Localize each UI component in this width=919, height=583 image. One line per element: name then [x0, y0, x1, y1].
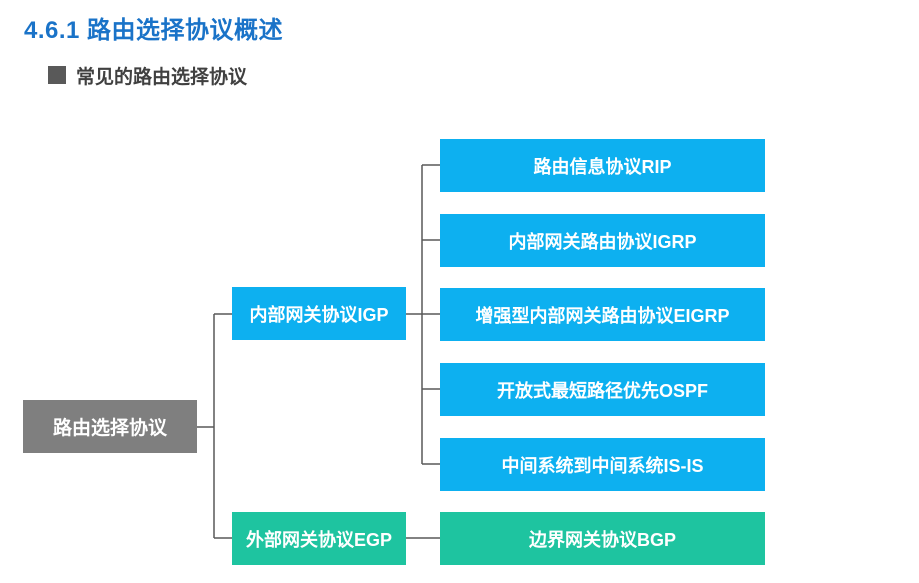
leaf-node-isis: 中间系统到中间系统IS-IS [440, 438, 765, 491]
root-node: 路由选择协议 [23, 400, 197, 453]
egp-node-label: 外部网关协议EGP [245, 529, 392, 550]
leaf-node-label: 边界网关协议BGP [528, 529, 676, 550]
egp-node: 外部网关协议EGP [232, 512, 406, 565]
leaf-node-eigrp: 增强型内部网关路由协议EIGRP [440, 288, 765, 341]
igp-node-label: 内部网关协议IGP [249, 304, 389, 325]
leaf-node-rip: 路由信息协议RIP [440, 139, 765, 192]
square-bullet-icon [48, 66, 66, 84]
leaf-node-label: 内部网关路由协议IGRP [508, 231, 697, 252]
leaf-node-igrp: 内部网关路由协议IGRP [440, 214, 765, 267]
leaf-node-label: 开放式最短路径优先OSPF [496, 380, 708, 401]
leaf-node-label: 中间系统到中间系统IS-IS [501, 455, 704, 476]
leaf-node-bgp: 边界网关协议BGP [440, 512, 765, 565]
leaf-node-label: 增强型内部网关路由协议EIGRP [475, 305, 730, 326]
leaf-node-ospf: 开放式最短路径优先OSPF [440, 363, 765, 416]
igp-node: 内部网关协议IGP [232, 287, 406, 340]
section-heading: 常见的路由选择协议 [48, 62, 247, 88]
page-title: 4.6.1 路由选择协议概述 [24, 17, 284, 44]
leaf-node-label: 路由信息协议RIP [533, 156, 672, 177]
section-heading-text: 常见的路由选择协议 [76, 66, 248, 88]
root-node-label: 路由选择协议 [52, 418, 167, 439]
